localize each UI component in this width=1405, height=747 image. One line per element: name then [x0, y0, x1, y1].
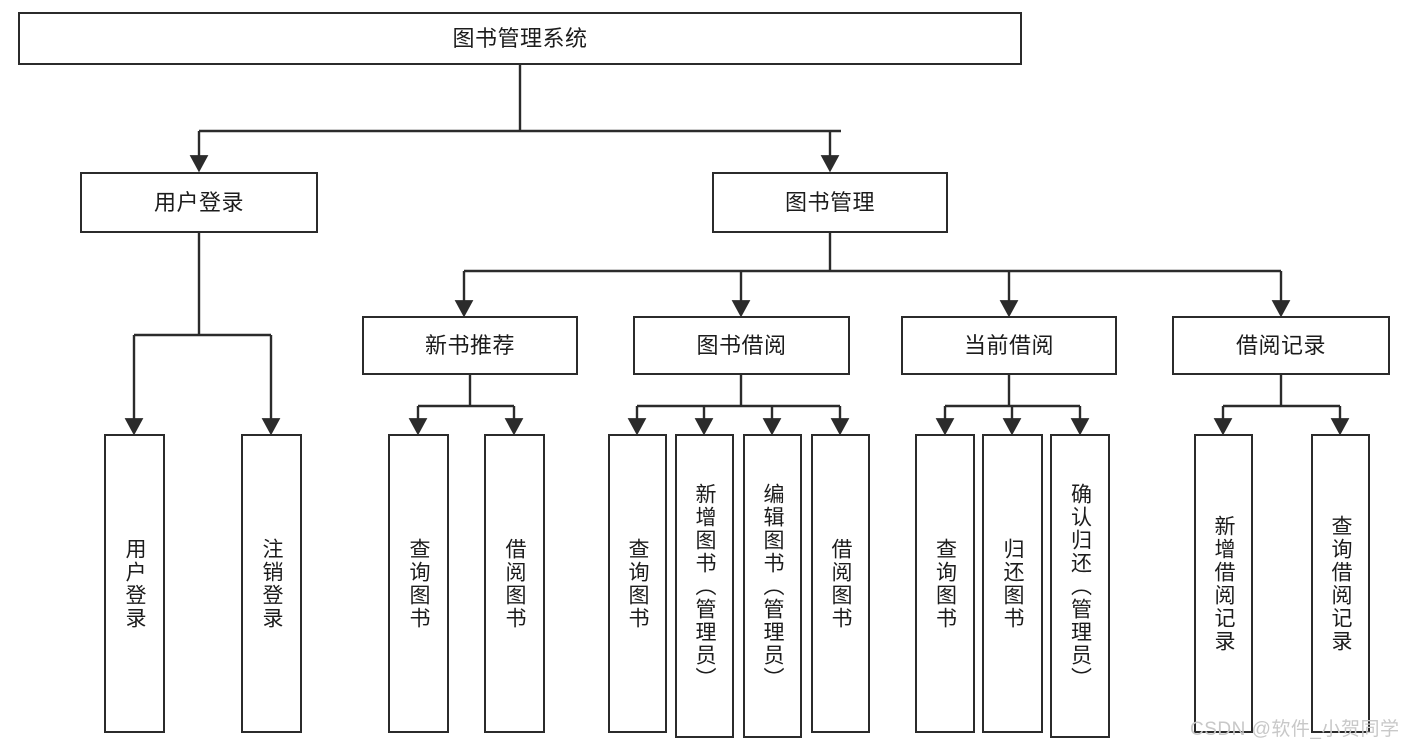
node-label: 借阅图书: [503, 537, 526, 630]
node-current-borrow[interactable]: 当前借阅: [901, 316, 1117, 375]
leaf-add-book-admin[interactable]: 新增图书（管理员）: [675, 434, 734, 738]
node-label: 用户登录: [153, 189, 244, 215]
node-label: 新增借阅记录: [1212, 514, 1235, 653]
leaf-borrow-book-recommend[interactable]: 借阅图书: [484, 434, 545, 733]
node-label: 图书管理: [784, 189, 875, 215]
leaf-query-borrow-record[interactable]: 查询借阅记录: [1311, 434, 1370, 733]
node-label: 查询图书: [626, 537, 649, 630]
node-label: 当前借阅: [963, 332, 1054, 358]
node-label: 查询图书: [933, 537, 957, 630]
node-label: 新增图书（管理员）: [693, 482, 716, 690]
node-label: 归还图书: [1001, 537, 1024, 630]
node-label: 注销登录: [260, 537, 283, 630]
node-label: 图书管理系统: [452, 25, 588, 51]
leaf-confirm-return-admin[interactable]: 确认归还（管理员）: [1050, 434, 1110, 738]
node-label: 借阅记录: [1235, 332, 1326, 358]
leaf-logout-login[interactable]: 注销登录: [241, 434, 302, 733]
node-label: 借阅图书: [829, 537, 852, 630]
leaf-user-login[interactable]: 用户登录: [104, 434, 165, 733]
node-label: 用户登录: [123, 537, 146, 630]
node-label: 图书借阅: [696, 332, 787, 358]
node-label: 查询图书: [407, 537, 430, 630]
node-book-borrow[interactable]: 图书借阅: [633, 316, 850, 375]
node-book-management[interactable]: 图书管理: [712, 172, 948, 233]
node-label: 新书推荐: [424, 332, 515, 358]
node-borrow-record[interactable]: 借阅记录: [1172, 316, 1390, 375]
node-root-system[interactable]: 图书管理系统: [18, 12, 1022, 65]
leaf-add-borrow-record[interactable]: 新增借阅记录: [1194, 434, 1253, 733]
node-label: 编辑图书（管理员）: [761, 482, 784, 690]
leaf-return-book[interactable]: 归还图书: [982, 434, 1043, 733]
leaf-query-book-current[interactable]: 查询图书: [915, 434, 975, 733]
leaf-query-book-recommend[interactable]: 查询图书: [388, 434, 449, 733]
node-label: 确认归还（管理员）: [1068, 482, 1092, 690]
leaf-query-book-borrow[interactable]: 查询图书: [608, 434, 667, 733]
leaf-borrow-book[interactable]: 借阅图书: [811, 434, 870, 733]
node-user-login[interactable]: 用户登录: [80, 172, 318, 233]
node-new-book-recommend[interactable]: 新书推荐: [362, 316, 578, 375]
node-label: 查询借阅记录: [1329, 514, 1352, 653]
leaf-edit-book-admin[interactable]: 编辑图书（管理员）: [743, 434, 802, 738]
